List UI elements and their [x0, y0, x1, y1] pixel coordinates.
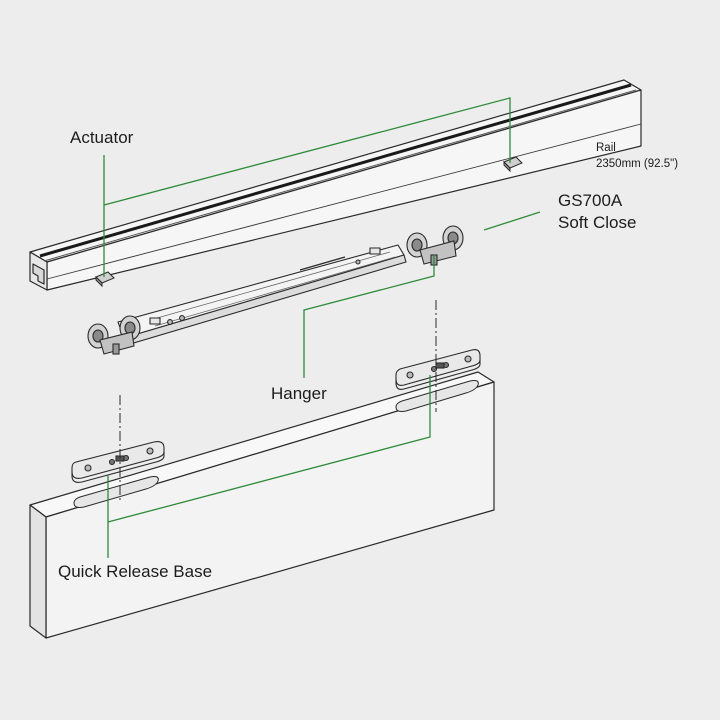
- rail: [29, 79, 642, 291]
- alignment-centerlines: [119, 300, 437, 500]
- soft-close-name: Soft Close: [558, 213, 637, 233]
- quick-release-base-right: [395, 349, 481, 390]
- door-slot-right: [395, 380, 479, 412]
- actuator-label: Actuator: [70, 128, 134, 147]
- hanger-left: [87, 315, 141, 355]
- quick-release-base-label: Quick Release Base: [58, 562, 213, 581]
- leader-lines: [103, 97, 541, 558]
- leader-soft-close: [483, 211, 541, 231]
- leader-actuator-bracket: [103, 97, 511, 206]
- hanger-label: Hanger: [271, 384, 327, 403]
- rail-label: Rail 2350mm (92.5"): [596, 140, 678, 172]
- actuator-block-right: [503, 156, 523, 173]
- rail-title: Rail: [596, 142, 616, 154]
- leader-quick-release-bracket: [107, 375, 431, 523]
- door-panel: [29, 371, 495, 639]
- rail-length: 2350mm (92.5"): [596, 158, 679, 171]
- door-slot-left: [73, 476, 159, 508]
- leader-hanger: [303, 255, 435, 378]
- hanger-right: [406, 225, 464, 266]
- soft-close-label: GS700A Soft Close: [558, 190, 636, 234]
- soft-close-model: GS700A: [558, 191, 623, 210]
